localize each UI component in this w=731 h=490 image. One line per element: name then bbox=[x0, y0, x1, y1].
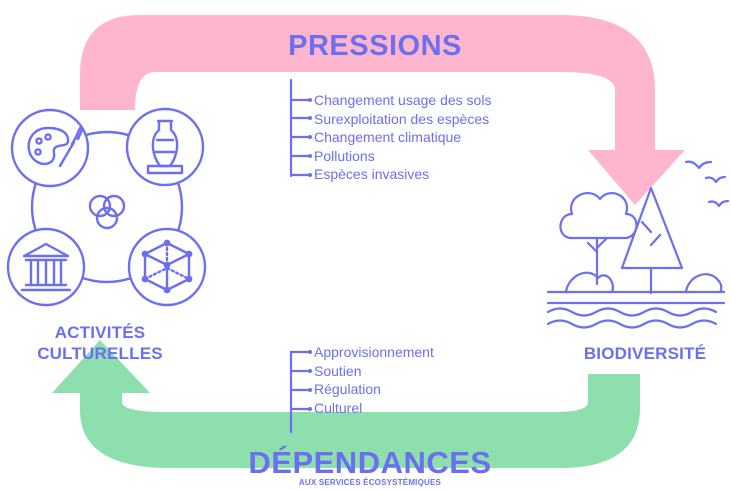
water-waves-icon bbox=[546, 290, 726, 329]
bushes-icon bbox=[564, 271, 723, 294]
birds-icon bbox=[684, 160, 730, 208]
dependances-bracket-dots bbox=[308, 350, 312, 411]
vase-icon bbox=[125, 107, 205, 187]
dependances-item: Régulation bbox=[314, 381, 381, 398]
dependances-item: Approvisionnement bbox=[314, 344, 434, 360]
pressions-bracket bbox=[289, 78, 311, 178]
palette-icon bbox=[10, 108, 90, 188]
pressions-item: Changement usage des sols bbox=[314, 92, 492, 108]
biodiversite-scene bbox=[546, 160, 730, 329]
biodiversite-label: BIODIVERSITÉ bbox=[583, 344, 707, 363]
dependances-item: Soutien bbox=[314, 362, 362, 379]
pressions-title: PRESSIONS bbox=[288, 30, 462, 62]
fir-tree-icon bbox=[620, 186, 684, 295]
activites-label-line2: CULTURELLES bbox=[37, 344, 163, 363]
pressions-item: Pollutions bbox=[314, 147, 375, 164]
dependances-title: DÉPENDANCES bbox=[248, 445, 492, 480]
activites-label-line1: ACTIVITÉS bbox=[54, 323, 146, 342]
venn-icon bbox=[88, 194, 126, 230]
cube-icon bbox=[127, 227, 207, 307]
dependances-item: Culturel bbox=[314, 399, 363, 416]
dependances-subtitle: AUX SERVICES ÉCOSYSTÉMIQUES bbox=[298, 478, 442, 487]
pressions-arrow bbox=[80, 15, 685, 205]
dependances-list: Approvisionnement Soutien Régulation Cul… bbox=[314, 343, 434, 417]
pressions-item: Surexploitation des espèces bbox=[314, 110, 490, 127]
pressions-item: Espèces invasives bbox=[314, 166, 430, 183]
pressions-bracket-dots bbox=[308, 98, 312, 177]
activites-culturelles-group bbox=[6, 107, 207, 307]
pressions-list: Changement usage des sols Surexploitatio… bbox=[314, 91, 491, 184]
dependances-bracket bbox=[289, 350, 311, 434]
dependances-arrow bbox=[52, 340, 640, 468]
tree-icon bbox=[559, 192, 638, 286]
temple-icon bbox=[6, 227, 86, 307]
activites-label: ACTIVITÉS CULTURELLES bbox=[20, 322, 180, 364]
pressions-item: Changement climatique bbox=[314, 129, 462, 146]
